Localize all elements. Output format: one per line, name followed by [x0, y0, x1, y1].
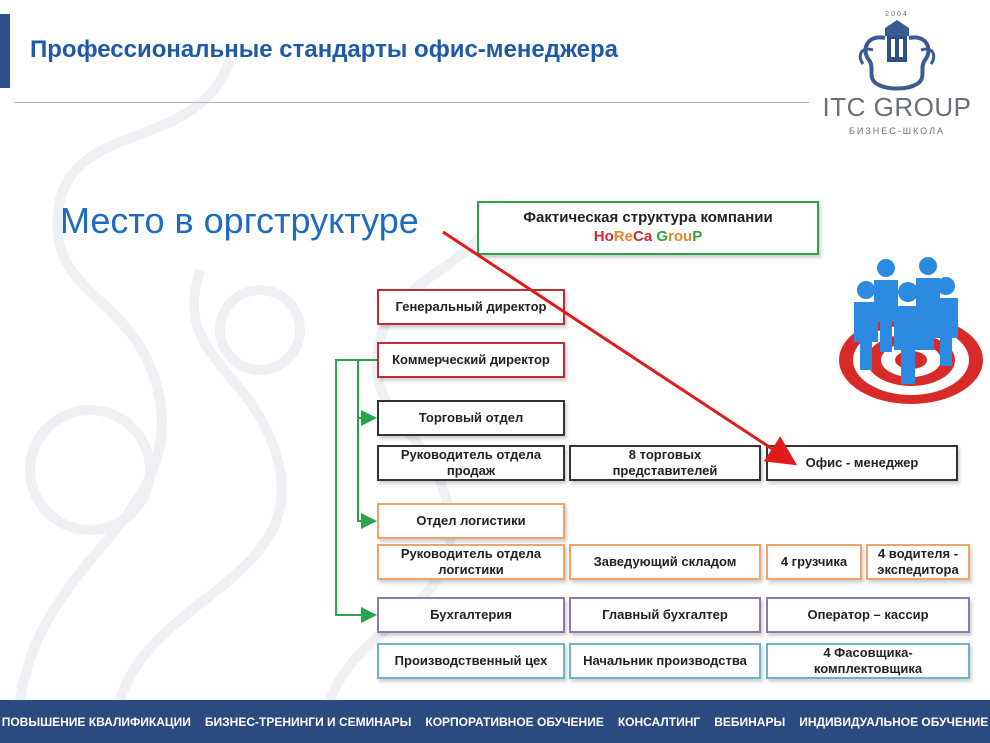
- org-chart-header-title: Фактическая структура компании: [523, 209, 773, 227]
- box-logistics-head: Руководитель отдела логистики: [377, 544, 565, 580]
- footer-nav: ПОВЫШЕНИЕ КВАЛИФИКАЦИИ БИЗНЕС-ТРЕНИНГИ И…: [0, 700, 990, 743]
- footer-link-qualification[interactable]: ПОВЫШЕНИЕ КВАЛИФИКАЦИИ: [1, 714, 191, 729]
- title-divider: [14, 102, 809, 103]
- box-chief-accountant: Главный бухгалтер: [569, 597, 761, 633]
- box-office-manager: Офис - менеджер: [766, 445, 958, 481]
- box-general-director: Генеральный директор: [377, 289, 565, 325]
- slide-subtitle: Место в оргструктуре: [60, 200, 419, 241]
- box-warehouse-head: Заведующий складом: [569, 544, 761, 580]
- brand-part: P: [692, 228, 703, 245]
- itc-group-logo: 2004 ITC GROUP БИЗНЕС-ШКОЛА: [822, 6, 972, 136]
- footer-link-webinars[interactable]: ВЕБИНАРЫ: [714, 714, 786, 729]
- company-brand: HoReCa GrouP: [594, 228, 702, 247]
- org-chart-header: Фактическая структура компании HoReCa Gr…: [477, 201, 819, 255]
- box-sales-reps: 8 торговых представителей: [569, 445, 761, 481]
- box-loaders: 4 грузчика: [766, 544, 862, 580]
- box-packers: 4 Фасовщика-комплектовщика: [766, 643, 970, 679]
- footer-link-trainings[interactable]: БИЗНЕС-ТРЕНИНГИ И СЕМИНАРЫ: [204, 714, 412, 729]
- brand-part: rou: [668, 228, 693, 245]
- brand-part: Ca: [632, 228, 653, 245]
- footer-link-consulting[interactable]: КОНСАЛТИНГ: [617, 714, 701, 729]
- box-accounting: Бухгалтерия: [377, 597, 565, 633]
- box-drivers: 4 водителя - экспедитора: [866, 544, 970, 580]
- brand-part: Ho: [593, 228, 614, 245]
- brand-part: G: [656, 228, 669, 245]
- box-commercial-director: Коммерческий директор: [377, 342, 565, 378]
- box-sales-head: Руководитель отдела продаж: [377, 445, 565, 481]
- box-production: Производственный цех: [377, 643, 565, 679]
- brand-part: Re: [613, 228, 633, 245]
- box-cashier: Оператор – кассир: [766, 597, 970, 633]
- crest-icon: 2004: [858, 11, 936, 91]
- logo-tagline: БИЗНЕС-ШКОЛА: [848, 126, 945, 136]
- footer-link-individual[interactable]: ИНДИВИДУАЛЬНОЕ ОБУЧЕНИЕ: [799, 714, 989, 729]
- logo-name: ITC GROUP: [822, 92, 972, 122]
- logo-year: 2004: [885, 11, 909, 18]
- page-title: Профессиональные стандарты офис-менеджер…: [30, 36, 619, 63]
- box-production-head: Начальник производства: [569, 643, 761, 679]
- box-logistics-department: Отдел логистики: [377, 503, 565, 539]
- footer-link-corporate[interactable]: КОРПОРАТИВНОЕ ОБУЧЕНИЕ: [425, 714, 604, 729]
- title-accent-bar: [0, 14, 10, 88]
- team-target-illustration: [839, 257, 983, 404]
- box-sales-department: Торговый отдел: [377, 400, 565, 436]
